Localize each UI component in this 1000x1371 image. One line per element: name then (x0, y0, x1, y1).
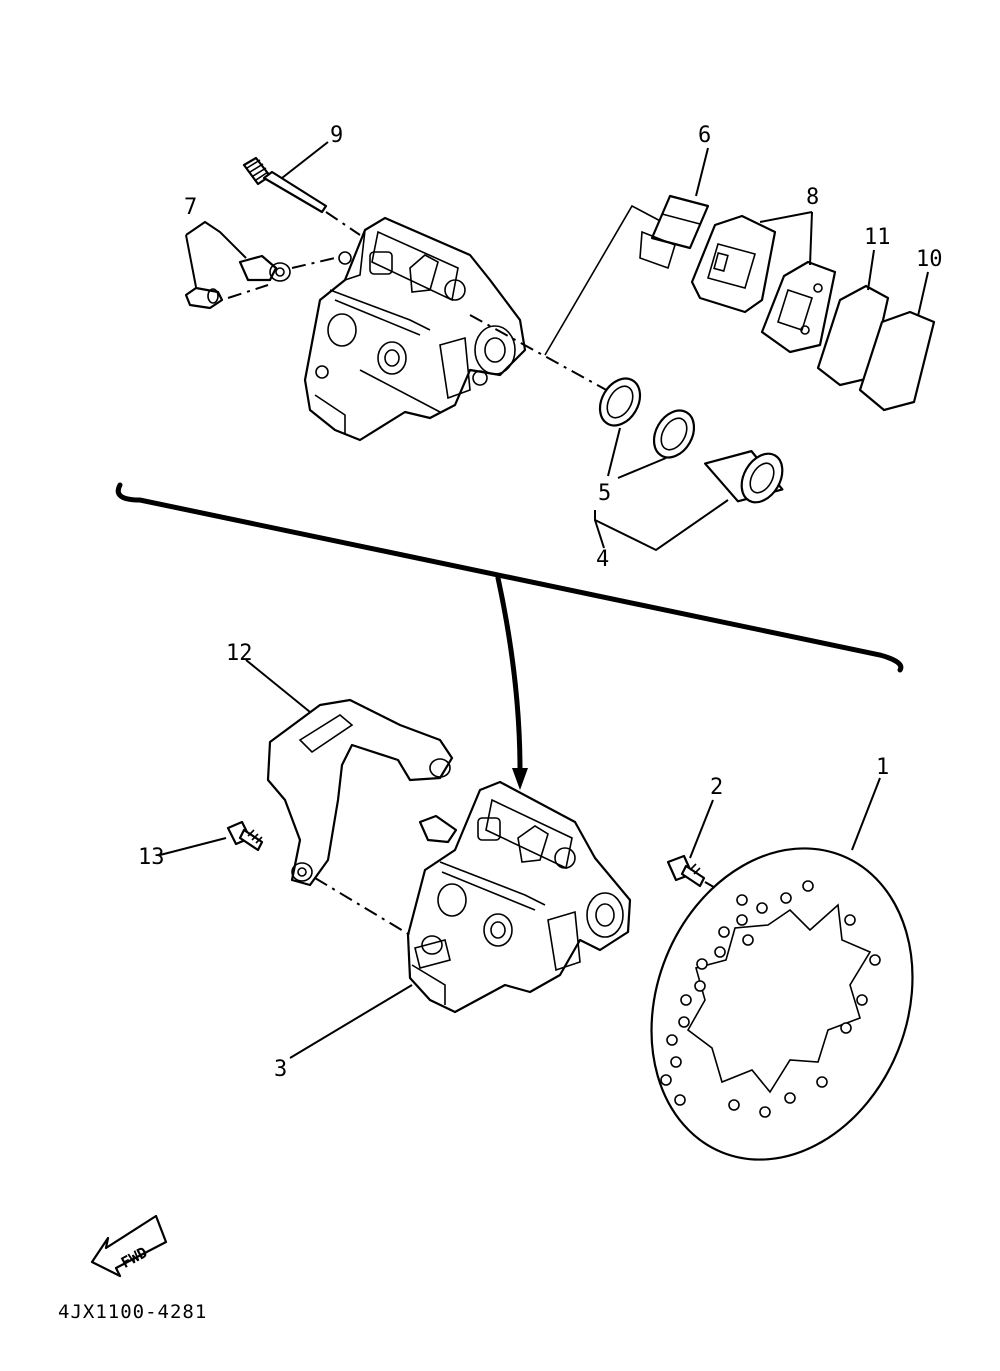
callout-10: 10 (916, 247, 943, 272)
part-10-pad-shim (858, 310, 936, 412)
callouts: 9 7 6 8 11 10 5 4 12 13 2 1 3 (138, 123, 943, 1082)
part-2-disc-bolt (666, 854, 746, 906)
part-5-seals (598, 377, 696, 459)
diagram-code: 4JX1100-4281 (58, 1301, 207, 1323)
callout-8: 8 (806, 185, 819, 210)
callout-1: 1 (876, 755, 889, 780)
part-13-bolt (226, 820, 264, 852)
caliper-lower (406, 780, 632, 1014)
callout-12: 12 (226, 641, 253, 666)
callout-2: 2 (710, 775, 723, 800)
part-8-brake-pads (690, 214, 837, 354)
part-9-pin-bolt (242, 156, 361, 236)
part-4-piston (703, 450, 784, 504)
callout-3: 3 (274, 1057, 287, 1082)
fwd-arrow-icon: FWD (90, 1214, 168, 1278)
part-7-bleed-screw (184, 254, 336, 310)
callout-4: 4 (596, 547, 609, 572)
callout-13: 13 (138, 845, 165, 870)
callout-5: 5 (598, 481, 611, 506)
callout-9: 9 (330, 123, 343, 148)
callout-7: 7 (184, 195, 197, 220)
leader-lines (159, 141, 929, 1059)
part-12-caliper-bracket (266, 698, 454, 887)
callout-11: 11 (864, 225, 891, 250)
part-1-brake-disc (650, 847, 914, 1161)
caliper-upper (303, 216, 527, 442)
part-6-pad-spring (639, 194, 710, 270)
callout-6: 6 (698, 123, 711, 148)
